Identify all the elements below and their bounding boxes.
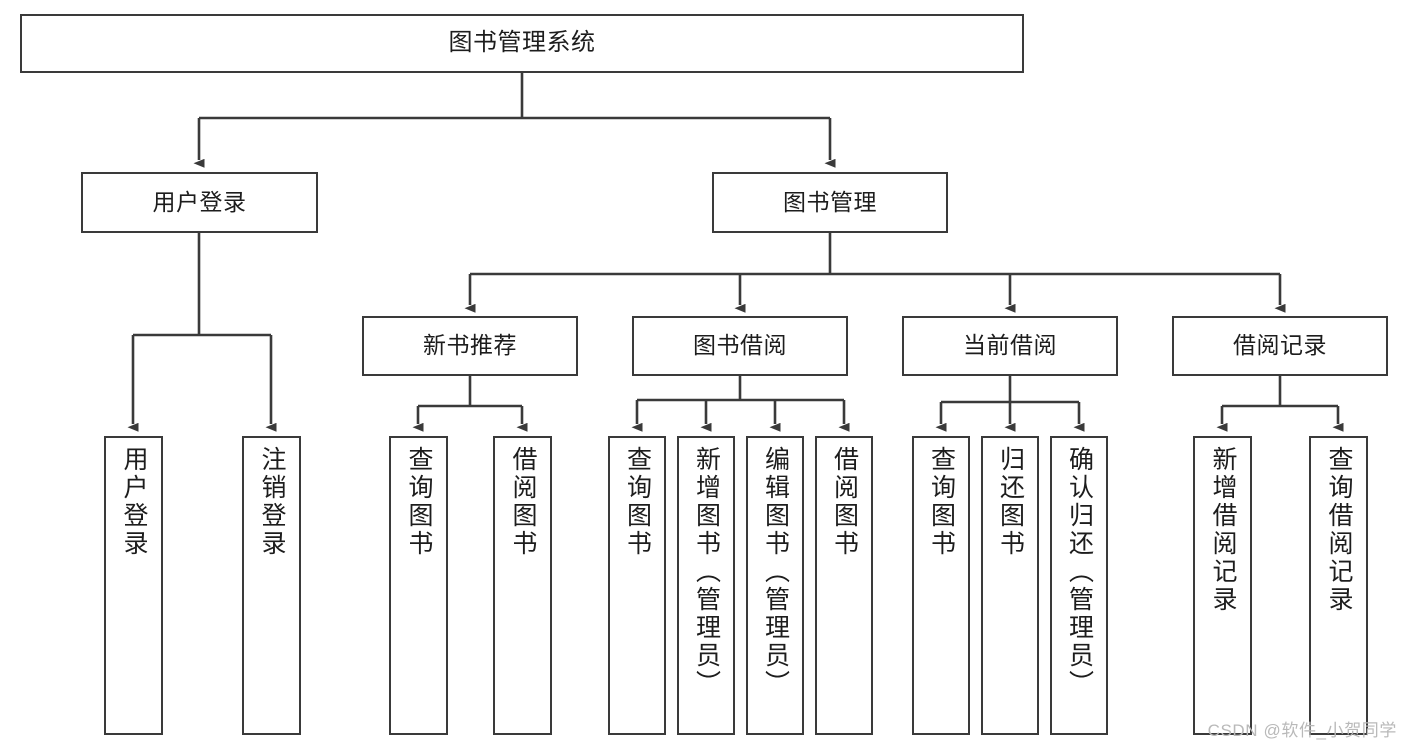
node-leaf-logout-login-label: 注销登录 — [258, 446, 286, 558]
node-user-login[interactable]: 用户登录 — [81, 172, 318, 233]
node-leaf-user-login[interactable]: 用户登录 — [104, 436, 163, 735]
node-book-management[interactable]: 图书管理 — [712, 172, 948, 233]
node-leaf-edit-book[interactable]: 编辑图书（管理员） — [746, 436, 804, 735]
node-leaf-edit-book-label: 编辑图书（管理员） — [761, 446, 790, 698]
node-user-login-label: 用户登录 — [152, 188, 247, 215]
node-leaf-query-book-2-label: 查询图书 — [623, 446, 652, 558]
node-leaf-add-borrow-record-label: 新增借阅记录 — [1209, 446, 1237, 614]
node-borrow-record-label: 借阅记录 — [1233, 332, 1327, 359]
node-leaf-add-book-label: 新增图书（管理员） — [692, 446, 721, 698]
node-current-borrow-label: 当前借阅 — [963, 332, 1057, 359]
node-leaf-return-book-label: 归还图书 — [996, 446, 1025, 558]
node-leaf-user-login-label: 用户登录 — [120, 446, 148, 558]
node-leaf-confirm-return-label: 确认归还（管理员） — [1065, 446, 1094, 698]
node-book-management-label: 图书管理 — [783, 188, 877, 215]
node-leaf-query-book-1[interactable]: 查询图书 — [389, 436, 448, 735]
node-root[interactable]: 图书管理系统 — [20, 14, 1024, 73]
node-leaf-return-book[interactable]: 归还图书 — [981, 436, 1039, 735]
node-leaf-query-book-1-label: 查询图书 — [405, 446, 433, 558]
node-book-borrow[interactable]: 图书借阅 — [632, 316, 848, 376]
node-new-book-recommend-label: 新书推荐 — [423, 332, 517, 359]
node-leaf-confirm-return[interactable]: 确认归还（管理员） — [1050, 436, 1108, 735]
node-leaf-query-book-3[interactable]: 查询图书 — [912, 436, 970, 735]
node-leaf-logout-login[interactable]: 注销登录 — [242, 436, 301, 735]
node-leaf-add-borrow-record[interactable]: 新增借阅记录 — [1193, 436, 1252, 735]
node-leaf-add-book[interactable]: 新增图书（管理员） — [677, 436, 735, 735]
node-leaf-query-book-3-label: 查询图书 — [927, 446, 956, 558]
node-leaf-query-borrow-record[interactable]: 查询借阅记录 — [1309, 436, 1368, 735]
node-book-borrow-label: 图书借阅 — [693, 332, 787, 359]
node-leaf-borrow-book-2[interactable]: 借阅图书 — [815, 436, 873, 735]
node-leaf-borrow-book-2-label: 借阅图书 — [830, 446, 859, 558]
node-current-borrow[interactable]: 当前借阅 — [902, 316, 1118, 376]
node-borrow-record[interactable]: 借阅记录 — [1172, 316, 1388, 376]
node-leaf-borrow-book-1-label: 借阅图书 — [509, 446, 537, 558]
node-root-label: 图书管理系统 — [448, 29, 596, 57]
node-leaf-query-borrow-record-label: 查询借阅记录 — [1325, 446, 1353, 614]
watermark: CSDN @软件_小贺同学 — [1207, 721, 1397, 740]
node-leaf-borrow-book-1[interactable]: 借阅图书 — [493, 436, 552, 735]
node-leaf-query-book-2[interactable]: 查询图书 — [608, 436, 666, 735]
node-new-book-recommend[interactable]: 新书推荐 — [362, 316, 578, 376]
